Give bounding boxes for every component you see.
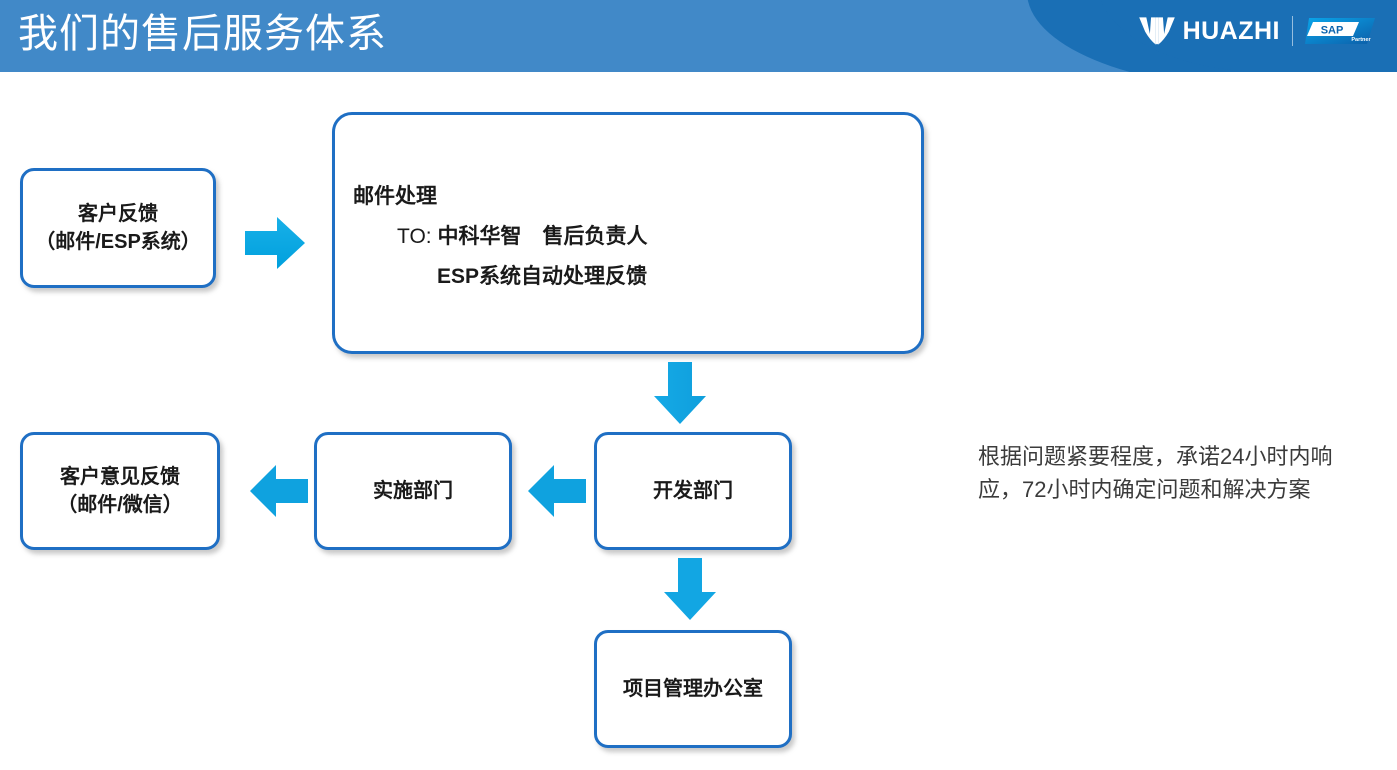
page-title: 我们的售后服务体系: [18, 12, 387, 56]
arrow-down-icon: [664, 558, 716, 620]
node-customer-feedback-line2: （邮件/ESP系统）: [35, 231, 201, 253]
node-customer-opinion-line1: 客户意见反馈: [60, 465, 180, 488]
sap-partner-badge-graphic: SAP Partner: [1305, 18, 1375, 44]
node-email-processing-line1: 邮件处理: [353, 185, 437, 208]
node-development-department-label: 开发部门: [653, 479, 733, 502]
huazhi-brand: HUAZHI: [1138, 16, 1280, 46]
node-email-processing-line2: TO: 中科华智 售后负责人: [349, 217, 647, 257]
node-customer-opinion-line2: （邮件/微信）: [57, 494, 183, 516]
sap-partner-badge: SAP Partner: [1305, 14, 1379, 48]
brand-name-text: HUAZHI: [1182, 16, 1280, 45]
node-email-processing-body: 邮件处理 TO: 中科华智 售后负责人 ESP系统自动处理反馈: [335, 115, 647, 297]
node-email-processing-line2-bold: 中科华智 售后负责人: [437, 224, 648, 248]
logo-divider: [1292, 16, 1293, 46]
arrow-left-icon: [528, 465, 586, 517]
node-email-processing-line2-prefix: TO:: [397, 224, 438, 248]
sap-badge-label: SAP: [1321, 25, 1344, 37]
node-implementation-department[interactable]: 实施部门: [314, 432, 512, 550]
node-customer-opinion[interactable]: 客户意见反馈 （邮件/微信）: [20, 432, 220, 550]
node-pmo[interactable]: 项目管理办公室: [594, 630, 792, 748]
huazhi-logo-mark: [1138, 17, 1175, 45]
arrow-down-icon: [654, 362, 706, 424]
node-email-processing-line3: ESP系统自动处理反馈: [437, 264, 648, 288]
logo-lockup: HUAZHI SAP Partner: [1138, 12, 1379, 50]
node-pmo-label: 项目管理办公室: [623, 677, 763, 700]
node-customer-feedback-line1: 客户反馈: [78, 202, 158, 225]
node-development-department[interactable]: 开发部门: [594, 432, 792, 550]
sap-badge-sublabel: Partner: [1351, 37, 1371, 43]
arrow-left-icon: [250, 465, 308, 517]
node-customer-feedback[interactable]: 客户反馈 （邮件/ESP系统）: [20, 168, 216, 288]
page-header: 我们的售后服务体系 HUAZHI SAP: [0, 0, 1397, 72]
node-email-processing[interactable]: 邮件处理 TO: 中科华智 售后负责人 ESP系统自动处理反馈: [332, 112, 924, 354]
sla-side-note: 根据问题紧要程度，承诺24小时内响应，72小时内确定问题和解决方案: [978, 444, 1333, 503]
node-implementation-department-label: 实施部门: [373, 479, 453, 502]
arrow-right-icon: [245, 217, 305, 269]
